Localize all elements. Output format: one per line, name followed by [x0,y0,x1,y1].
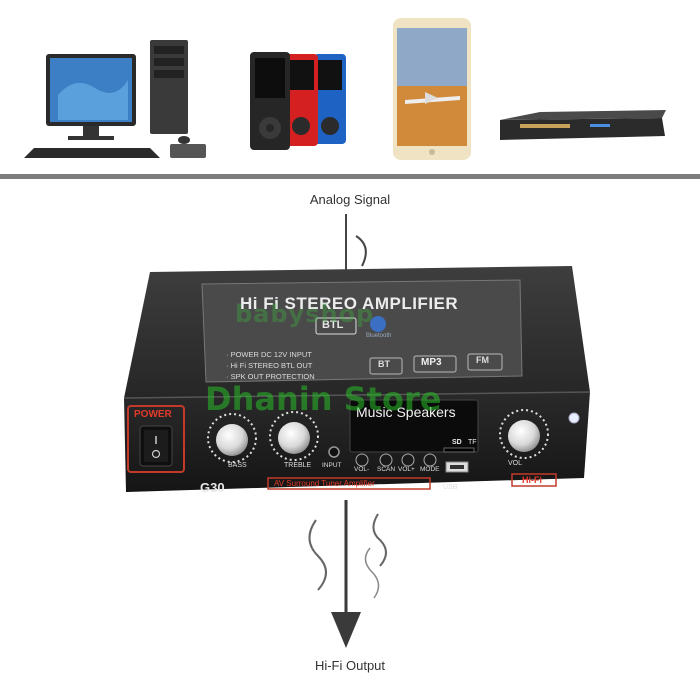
bass-label: BASS [228,462,247,469]
bluetooth-label: Bluetooth [366,333,392,339]
usb-label: USB [443,484,458,491]
vol-up-button[interactable] [401,453,415,467]
dvd-player-image [500,110,666,140]
feature-line-2: · Hi Fi STEREO BTL OUT [226,361,313,370]
sd-card-slot[interactable] [443,447,475,453]
tf-label: TF [468,439,477,446]
smartphone-image [393,18,471,160]
feature-line-3: · SPK OUT PROTECTION [226,372,315,381]
mp3-badge-frame [413,355,457,373]
analog-signal-label: Analog Signal [309,192,391,207]
bottom-strip-frame [267,477,431,490]
watermark-text: Dhanin Store [205,380,442,418]
feature-line-1: · POWER DC 12V INPUT [226,350,312,359]
mode-button[interactable] [423,453,437,467]
desktop-computer-image [24,40,206,158]
bottom-strip-label: AV Surround Tuner Amplifier [274,479,375,488]
bass-knob[interactable] [207,413,257,463]
vol-down-label: VOL- [354,466,370,473]
treble-label: TREBLE [284,462,312,469]
input-label: INPUT [322,462,342,469]
mode-label: MODE [420,466,440,473]
input-jack[interactable] [328,446,340,458]
display-panel [349,399,479,453]
bt-badge-frame [369,357,403,375]
treble-knob[interactable] [269,411,319,461]
mp3-badge: MP3 [421,357,442,368]
power-label: POWER [134,409,172,420]
btl-badge-frame [315,317,357,335]
hifi-output-label: Hi-Fi Output [314,658,386,673]
sd-label: SD [452,439,462,446]
power-switch-frame [127,405,185,473]
source-devices-row [24,18,666,160]
btl-badge: BTL [322,319,344,331]
status-led [568,412,580,424]
fm-badge-frame [467,353,503,371]
model-label: G30 [200,480,225,495]
scan-label: SCAN [377,466,396,473]
scan-button[interactable] [379,453,393,467]
fm-badge: FM [476,355,489,365]
input-signal-line [345,214,367,270]
section-divider [0,174,700,179]
volume-label: VOL [508,460,523,467]
bt-badge: BT [378,359,390,369]
amplifier-title: Hi Fi STEREO AMPLIFIER [240,294,459,313]
bluetooth-icon [370,316,386,332]
volume-knob[interactable] [499,409,549,459]
watermark-text-faint: babyshop [235,300,375,328]
hifi-badge-frame [511,473,557,487]
hifi-badge: Hi-Fi [522,475,542,485]
vol-up-label: VOL+ [398,466,415,473]
display-label: Music Speakers [356,404,456,420]
output-arrow [308,500,387,648]
vol-down-button[interactable] [355,453,369,467]
mp3-players-image [250,52,346,150]
